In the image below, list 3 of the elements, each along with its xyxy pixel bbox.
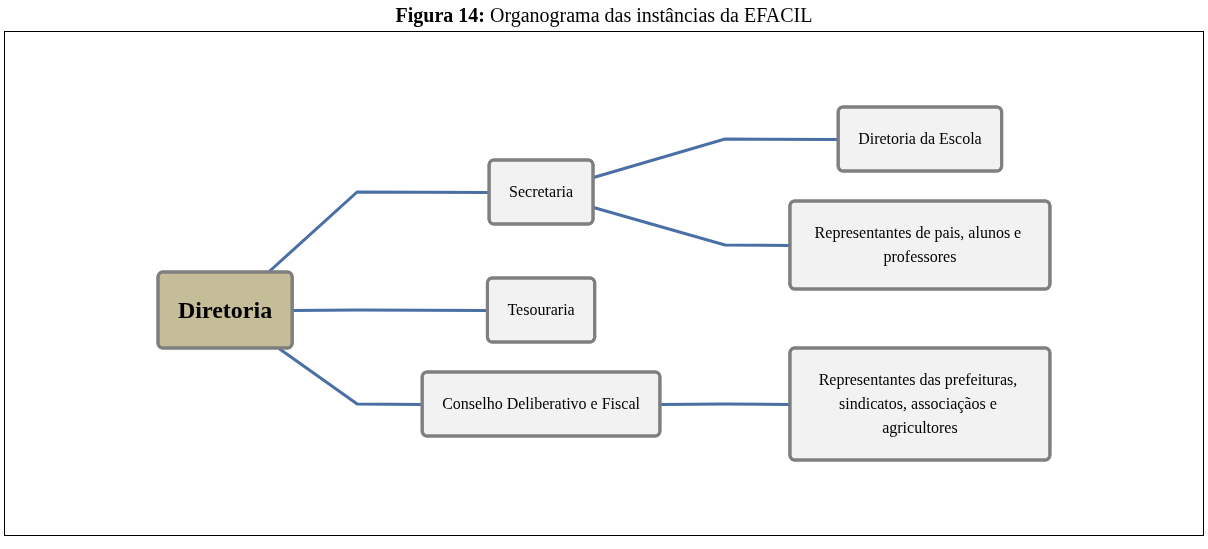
figure-title: Figura 14: Organograma das instâncias da EFACIL xyxy=(394,4,814,27)
connector xyxy=(292,308,488,312)
connector xyxy=(593,137,839,179)
